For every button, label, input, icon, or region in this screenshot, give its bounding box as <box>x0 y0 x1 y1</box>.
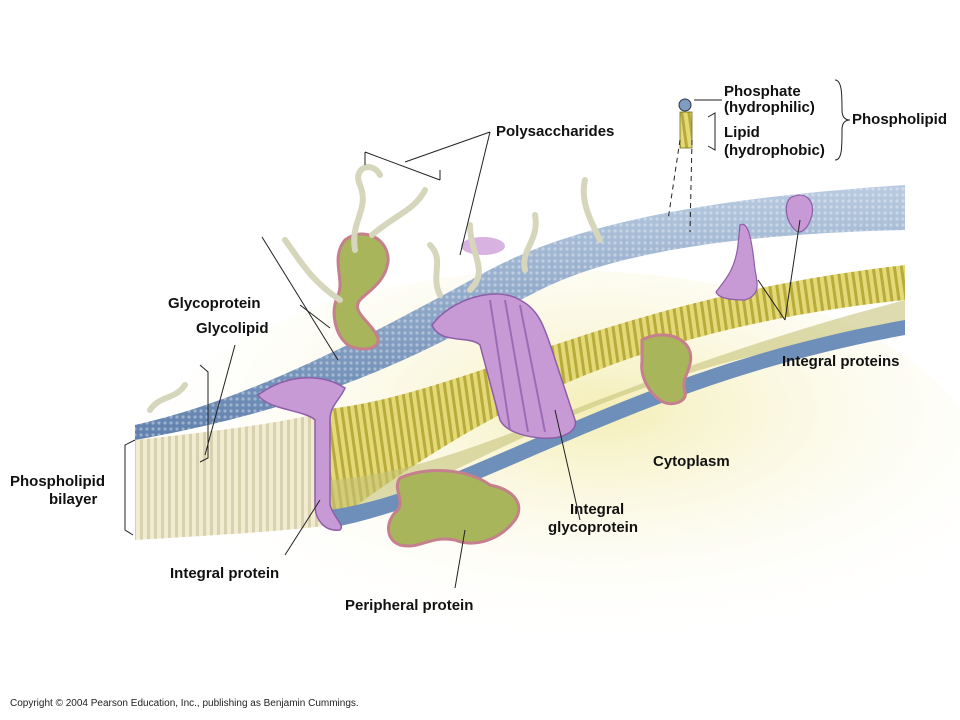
label-glycoprotein: Glycoprotein <box>168 295 261 312</box>
bilayer-pale-left <box>135 410 330 540</box>
label-phosphate: Phosphate <box>724 83 801 100</box>
label-phospholipid-bilayer-2: bilayer <box>49 491 98 508</box>
label-integral-protein: Integral protein <box>170 565 279 582</box>
label-hydrophilic: (hydrophilic) <box>724 99 815 116</box>
label-polysaccharides: Polysaccharides <box>496 123 614 140</box>
leader-lines <box>124 79 851 589</box>
integral-protein-right-a <box>715 223 758 301</box>
label-cytoplasm: Cytoplasm <box>653 453 730 470</box>
glycoprotein-complex <box>332 232 390 351</box>
polysaccharide-chains <box>147 164 603 413</box>
peripheral-protein-right <box>640 333 693 406</box>
phospholipid-icon <box>678 98 693 149</box>
membrane-head-texture <box>135 185 905 440</box>
copyright-notice: Copyright © 2004 Pearson Education, Inc.… <box>10 698 359 709</box>
peripheral-protein-bottom <box>387 469 521 548</box>
label-hydrophobic: (hydrophobic) <box>724 142 825 159</box>
label-integral-glycoprotein-2: glycoprotein <box>548 519 638 536</box>
surface-protein-small <box>461 237 505 255</box>
label-lipid: Lipid <box>724 124 760 141</box>
bilayer-lower-tails <box>330 300 905 525</box>
integral-protein-left <box>256 377 346 531</box>
label-integral-proteins: Integral proteins <box>782 353 900 370</box>
label-phospholipid-bilayer-1: Phospholipid <box>10 473 105 490</box>
label-integral-glycoprotein-1: Integral <box>570 501 624 518</box>
label-peripheral-protein: Peripheral protein <box>345 597 473 614</box>
label-phospholipid: Phospholipid <box>852 111 947 128</box>
label-glycolipid: Glycolipid <box>196 320 269 337</box>
integral-protein-right-b <box>785 194 814 233</box>
bilayer-yellow-band <box>320 265 905 525</box>
integral-glycoprotein-protein <box>431 293 577 439</box>
